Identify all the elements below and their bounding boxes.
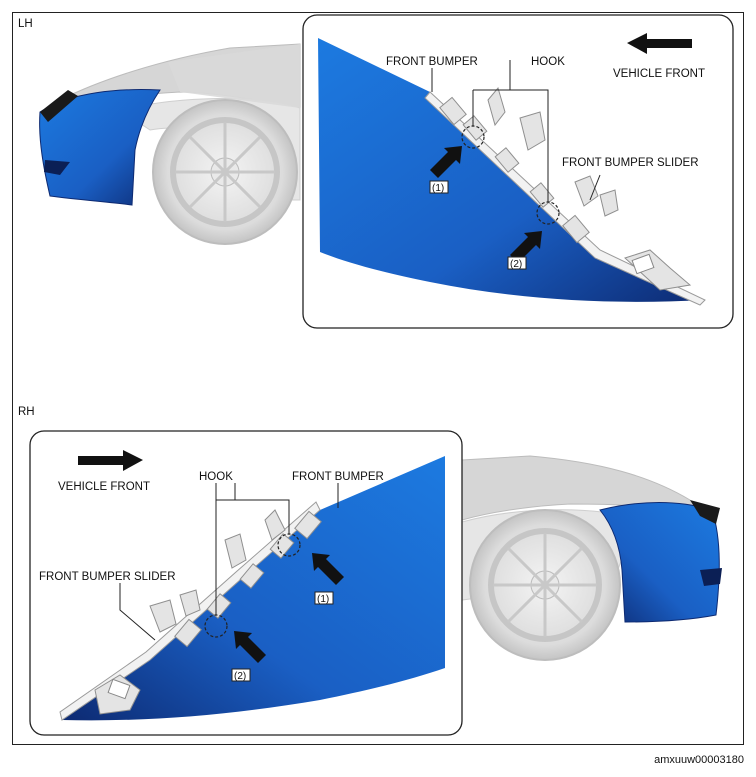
- lh-vehicle-front-label: VEHICLE FRONT: [613, 68, 705, 80]
- rh-front-bumper-label: FRONT BUMPER: [292, 471, 384, 483]
- rh-arrow-2: [234, 631, 266, 663]
- rh-callout-1: (1): [317, 594, 329, 605]
- lh-wheel: [152, 99, 298, 245]
- lh-hook-label: HOOK: [531, 56, 565, 68]
- lh-bumper-closeup: [318, 38, 706, 306]
- figure-id: amxuuw00003180: [654, 754, 744, 766]
- lh-callout-2: (2): [510, 259, 522, 270]
- rh-front-bumper-slider-label: FRONT BUMPER SLIDER: [39, 571, 176, 583]
- lh-arrow-1: [430, 146, 462, 178]
- lh-leader-lines: [431, 60, 601, 202]
- figure-frame: [12, 12, 744, 745]
- rh-bumper-closeup: [59, 456, 445, 721]
- rh-vehicle-front-label: VEHICLE FRONT: [58, 481, 150, 493]
- rh-leader-lines: [119, 483, 339, 641]
- rh-arrow-1: [312, 553, 344, 585]
- lh-front-bumper-slider-label: FRONT BUMPER SLIDER: [562, 157, 699, 169]
- lh-section-label: LH: [18, 18, 33, 30]
- lh-vehicle-front-arrow-icon: [627, 33, 692, 54]
- lh-callout-1: (1): [432, 183, 444, 194]
- rh-hook-label: HOOK: [199, 471, 233, 483]
- rh-bumper-overview: [599, 500, 722, 623]
- rh-wheel: [469, 509, 621, 661]
- lh-front-bumper-label: FRONT BUMPER: [386, 56, 478, 68]
- lh-bumper-overview: [39, 89, 161, 206]
- rh-vehicle-front-arrow-icon: [78, 450, 143, 471]
- rh-callout-2: (2): [234, 671, 246, 682]
- lh-arrow-2: [510, 231, 542, 263]
- rh-section-label: RH: [18, 406, 35, 418]
